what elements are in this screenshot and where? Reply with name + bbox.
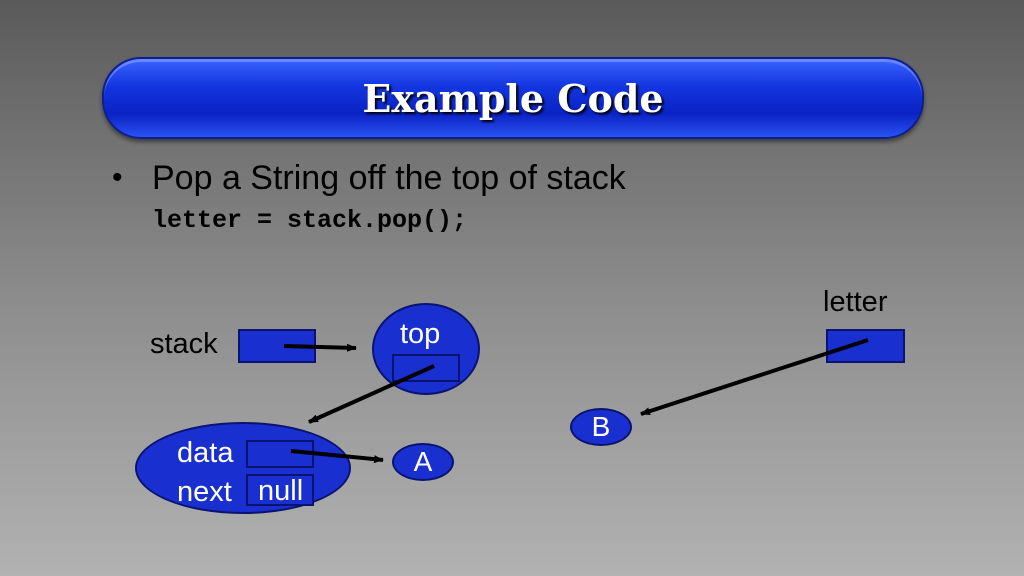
title-banner: Example Code	[102, 57, 924, 139]
stack-label: stack	[150, 328, 218, 360]
data-label: data	[177, 437, 234, 469]
next-label: next	[177, 476, 232, 508]
top-label: top	[400, 318, 441, 350]
code-line: letter = stack.pop();	[152, 206, 468, 235]
top-ref-box	[392, 354, 460, 382]
list-node	[135, 422, 351, 514]
next-ref-box	[246, 474, 314, 506]
slide-title: Example Code	[362, 75, 664, 121]
next-value: null	[258, 475, 304, 507]
letter-label: letter	[823, 286, 888, 318]
letter-ref-box	[826, 329, 905, 363]
node-b: B	[570, 408, 632, 446]
bullet-icon: •	[112, 161, 123, 194]
bullet-text: Pop a String off the top of stack	[152, 159, 626, 197]
stack-ref-box	[238, 329, 316, 363]
node-a: A	[392, 443, 454, 481]
node-a-label: A	[413, 446, 433, 477]
data-ref-box	[246, 440, 314, 468]
node-b-label: B	[591, 411, 611, 442]
